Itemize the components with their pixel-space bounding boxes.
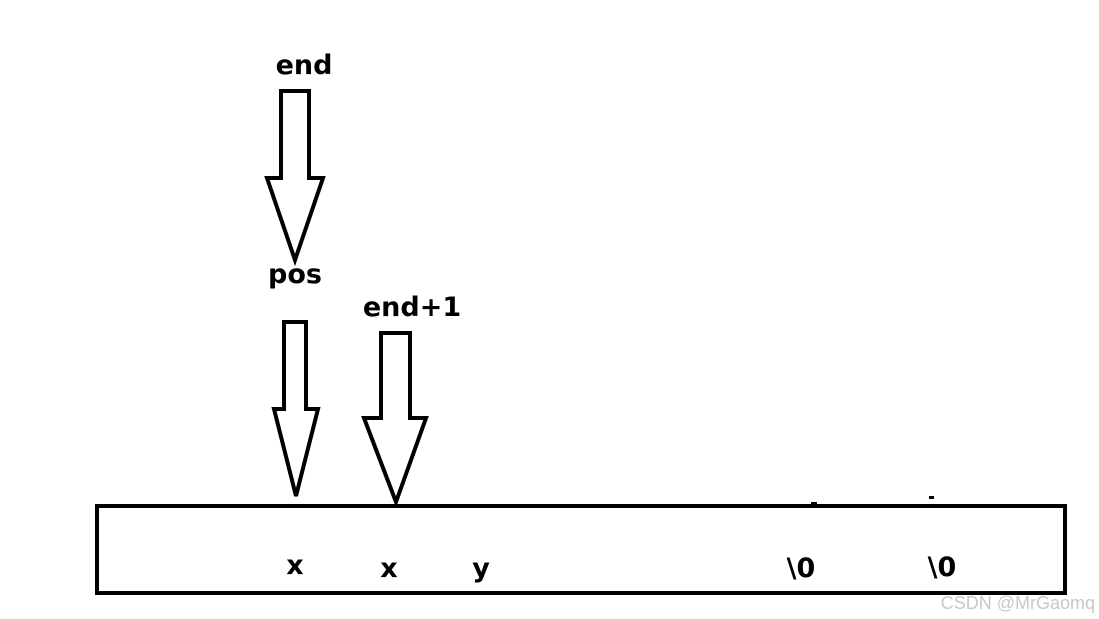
arrow-down-icon-end bbox=[264, 89, 326, 267]
label-end-plus-1: end+1 bbox=[363, 292, 461, 323]
buffer-char: y bbox=[472, 553, 490, 584]
arrow-down-icon-end-plus-1 bbox=[361, 331, 429, 508]
label-end: end bbox=[276, 50, 333, 81]
string-buffer bbox=[95, 504, 1067, 595]
buffer-char: x bbox=[286, 550, 303, 581]
buffer-char: \0 bbox=[928, 552, 957, 583]
stray-mark bbox=[811, 502, 817, 504]
label-pos: pos bbox=[268, 259, 322, 290]
buffer-char: x bbox=[380, 553, 397, 584]
buffer-char: \0 bbox=[787, 553, 816, 584]
arrow-down-icon-pos bbox=[271, 320, 321, 497]
watermark: CSDN @MrGaomq bbox=[941, 593, 1095, 613]
stray-mark bbox=[929, 496, 934, 499]
